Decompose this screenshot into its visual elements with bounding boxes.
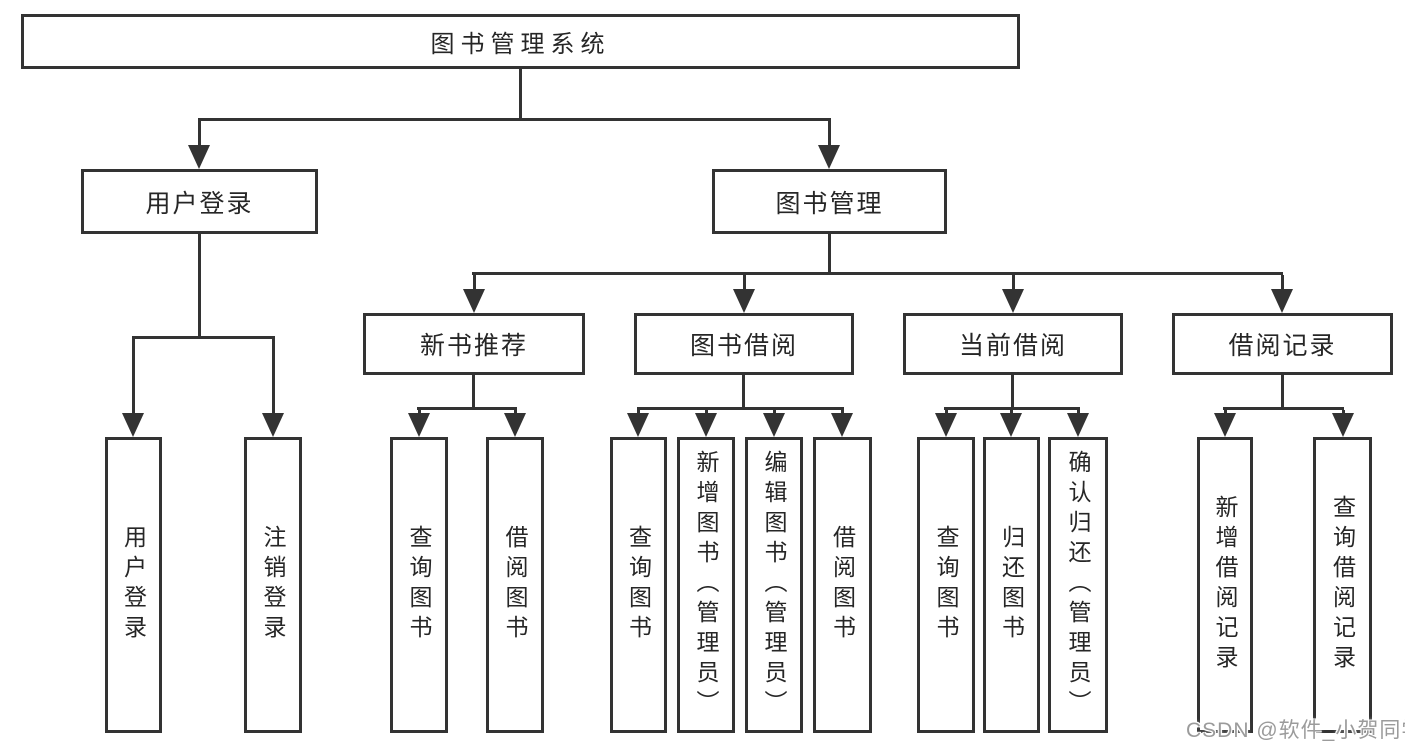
leaf-query-borrow-record-label: 查询借阅记录 xyxy=(1329,495,1356,675)
connector-level1-split xyxy=(198,118,831,121)
arrow-to-book-borrow xyxy=(733,275,755,313)
connector-borrow-records-stem xyxy=(1281,375,1284,407)
leaf-edit-book-admin: 编辑图书（管理员） xyxy=(745,437,803,733)
leaf-logout-label: 注销登录 xyxy=(260,525,286,645)
connector-user-login-split xyxy=(132,336,275,339)
root-node-label: 图书管理系统 xyxy=(430,31,611,58)
arrow-leaf-g3-4 xyxy=(831,410,853,437)
leaf-query-borrow-record: 查询借阅记录 xyxy=(1313,437,1372,733)
arrow-to-current-borrow xyxy=(1002,275,1024,313)
connector-root-stem xyxy=(519,69,522,118)
node-user-login: 用户登录 xyxy=(81,169,318,234)
arrow-to-leaf-user-login xyxy=(122,339,144,437)
leaf-confirm-return-admin-label: 确认归还（管理员） xyxy=(1065,450,1091,720)
connector-book-borrow-split xyxy=(637,407,844,410)
arrow-to-user-login xyxy=(188,121,210,169)
root-node: 图书管理系统 xyxy=(21,14,1020,69)
arrow-to-borrow-records xyxy=(1271,275,1293,313)
leaf-query-books-recommend-label: 查询图书 xyxy=(406,525,432,645)
leaf-confirm-return-admin: 确认归还（管理员） xyxy=(1048,437,1108,733)
leaf-add-book-admin-label: 新增图书（管理员） xyxy=(693,450,719,720)
leaf-borrow-books-borrow: 借阅图书 xyxy=(813,437,872,733)
node-user-login-label: 用户登录 xyxy=(145,189,254,218)
node-borrow-records-label: 借阅记录 xyxy=(1228,332,1337,360)
connector-current-borrow-split xyxy=(944,407,1080,410)
leaf-query-books-current: 查询图书 xyxy=(917,437,975,733)
connector-new-book-recommend-stem xyxy=(472,375,475,407)
leaf-return-book: 归还图书 xyxy=(983,437,1040,733)
connector-current-borrow-stem xyxy=(1011,375,1014,407)
node-current-borrow: 当前借阅 xyxy=(903,313,1123,375)
connector-borrow-records-split xyxy=(1223,407,1344,410)
arrow-leaf-g3-3 xyxy=(763,410,785,437)
arrow-leaf-g4-3 xyxy=(1067,410,1089,437)
node-book-management: 图书管理 xyxy=(712,169,947,234)
leaf-edit-book-admin-label: 编辑图书（管理员） xyxy=(761,450,787,720)
leaf-add-borrow-record-label: 新增借阅记录 xyxy=(1212,495,1238,675)
arrow-leaf-g4-1 xyxy=(935,410,957,437)
arrow-leaf-g2-1 xyxy=(408,410,430,437)
leaf-logout: 注销登录 xyxy=(244,437,302,733)
leaf-user-login-label: 用户登录 xyxy=(120,525,147,645)
connector-book-management-stem xyxy=(828,234,831,272)
watermark: CSDN @软件_小贺同学 xyxy=(1186,719,1405,742)
node-current-borrow-label: 当前借阅 xyxy=(958,332,1067,360)
leaf-add-borrow-record: 新增借阅记录 xyxy=(1197,437,1253,733)
arrow-leaf-g4-2 xyxy=(1000,410,1022,437)
connector-level2-split xyxy=(472,272,1283,275)
node-new-book-recommend-label: 新书推荐 xyxy=(419,332,528,360)
arrow-leaf-g3-1 xyxy=(627,410,649,437)
connector-new-book-recommend-split xyxy=(417,407,517,410)
arrow-to-book-management xyxy=(818,121,840,169)
leaf-query-books-borrow: 查询图书 xyxy=(610,437,667,733)
arrow-to-new-book-recommend xyxy=(463,275,485,313)
leaf-borrow-books-borrow-label: 借阅图书 xyxy=(829,525,856,645)
leaf-return-book-label: 归还图书 xyxy=(998,525,1025,645)
arrow-leaf-g2-2 xyxy=(504,410,526,437)
node-book-borrow-label: 图书借阅 xyxy=(689,332,798,360)
arrow-leaf-g5-1 xyxy=(1214,410,1236,437)
node-book-borrow: 图书借阅 xyxy=(634,313,854,375)
arrow-leaf-g3-2 xyxy=(695,410,717,437)
connector-book-borrow-stem xyxy=(742,375,745,407)
leaf-add-book-admin: 新增图书（管理员） xyxy=(677,437,735,733)
connector-user-login-stem xyxy=(198,234,201,336)
node-new-book-recommend: 新书推荐 xyxy=(363,313,585,375)
leaf-query-books-recommend: 查询图书 xyxy=(390,437,448,733)
leaf-borrow-books-recommend: 借阅图书 xyxy=(486,437,544,733)
node-borrow-records: 借阅记录 xyxy=(1172,313,1393,375)
arrow-to-leaf-logout xyxy=(262,339,284,437)
arrow-leaf-g5-2 xyxy=(1332,410,1354,437)
node-book-management-label: 图书管理 xyxy=(775,189,884,218)
leaf-user-login: 用户登录 xyxy=(105,437,162,733)
leaf-query-books-borrow-label: 查询图书 xyxy=(625,525,652,645)
leaf-query-books-current-label: 查询图书 xyxy=(933,525,959,645)
leaf-borrow-books-recommend-label: 借阅图书 xyxy=(502,525,528,645)
